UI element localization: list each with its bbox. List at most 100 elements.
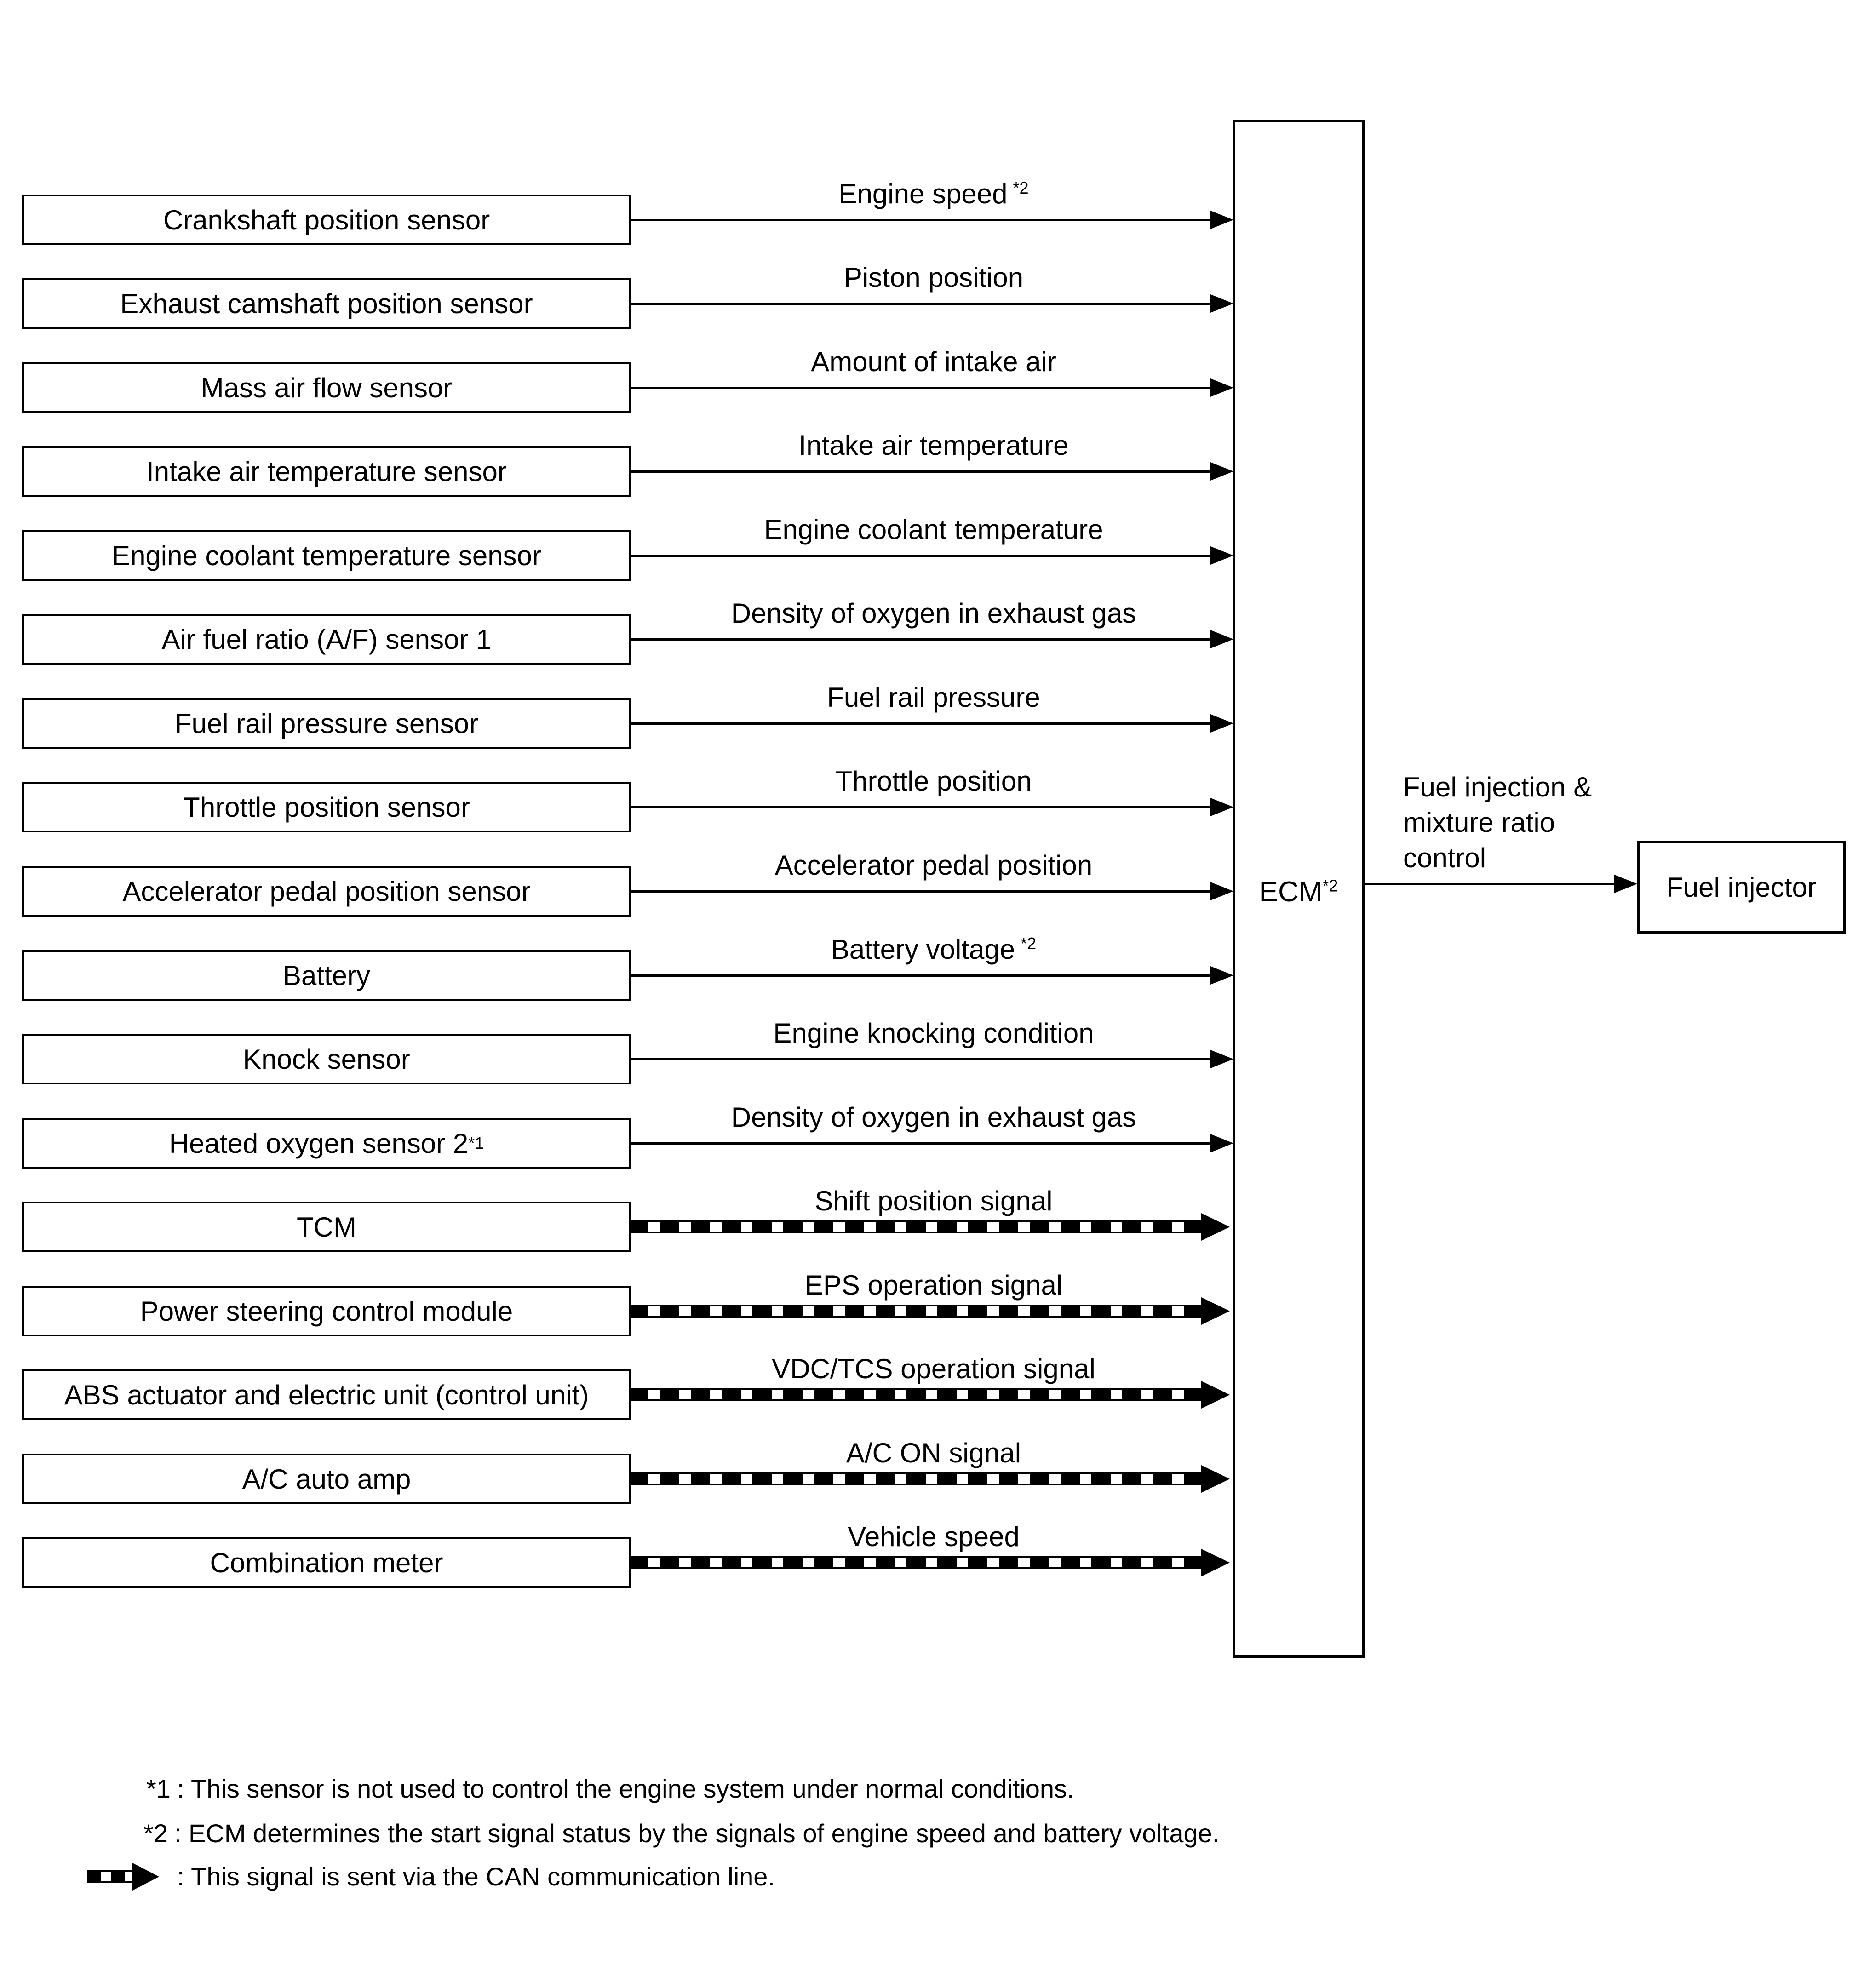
signal-arrow-line: [629, 470, 1212, 473]
fuel-injector-label: Fuel injector: [1666, 872, 1817, 903]
signal-arrow-line: [629, 303, 1212, 305]
signal-arrowhead-icon: [1210, 966, 1233, 985]
footnote-marker: *2: [143, 1819, 168, 1848]
source-label: Throttle position sensor: [183, 791, 470, 823]
source-box: Combination meter: [22, 1537, 631, 1588]
signal-arrowhead-icon: [1210, 714, 1233, 733]
signal-arrowhead-icon: [1210, 546, 1233, 565]
source-box: Battery: [22, 950, 631, 1001]
source-box: Throttle position sensor: [22, 782, 631, 832]
source-label: Battery: [282, 960, 371, 991]
signal-sup: *2: [1013, 178, 1029, 197]
ecm-sup: *2: [1322, 876, 1338, 895]
source-box: A/C auto amp: [22, 1454, 631, 1504]
diagram-row: Mass air flow sensor Amount of intake ai…: [0, 346, 1858, 413]
signal-label: Fuel rail pressure: [827, 682, 1040, 713]
signal-sup: *2: [1021, 934, 1037, 953]
signal-arrow-line: [629, 1058, 1212, 1060]
footnote-2: *2: ECM determines the start signal stat…: [143, 1819, 1219, 1848]
signal-arrow-line: [629, 1142, 1212, 1145]
signal-label: Amount of intake air: [811, 346, 1056, 377]
diagram-row: A/C auto amp A/C ON signal: [0, 1438, 1858, 1504]
diagram-row: TCM Shift position signal: [0, 1186, 1858, 1252]
source-box: Intake air temperature sensor: [22, 446, 631, 497]
output-annotation: Fuel injection & mixture ratio control: [1403, 772, 1592, 873]
source-box: Heated oxygen sensor 2*1: [22, 1118, 631, 1169]
signal-label: Battery voltage*2: [831, 934, 1037, 965]
source-label: Combination meter: [210, 1547, 443, 1578]
signal-label: Engine coolant temperature: [764, 514, 1103, 545]
can-arrow-line: [629, 1305, 1202, 1318]
source-label: Crankshaft position sensor: [163, 204, 490, 235]
signal-arrowhead-icon: [1210, 1050, 1233, 1068]
signal-arrow-line: [629, 890, 1212, 893]
signal-label: Throttle position: [835, 766, 1032, 796]
ecm-label: ECM*2: [1259, 876, 1338, 908]
signal-arrow-line: [629, 638, 1212, 641]
signal-arrow-line: [629, 806, 1212, 808]
signal-label: Piston position: [843, 262, 1024, 293]
source-box: Crankshaft position sensor: [22, 195, 631, 245]
source-label: Heated oxygen sensor 2: [169, 1128, 469, 1159]
signal-arrowhead-icon: [1210, 462, 1233, 481]
source-box: Fuel rail pressure sensor: [22, 698, 631, 749]
source-sup: *1: [468, 1134, 484, 1152]
diagram-row: Accelerator pedal position sensor Accele…: [0, 850, 1858, 917]
signal-arrowhead-icon: [1210, 211, 1233, 229]
can-arrow-icon: [87, 1870, 133, 1883]
diagram-row: Throttle position sensor Throttle positi…: [0, 766, 1858, 832]
footnote-3: : This signal is sent via the CAN commun…: [177, 1862, 775, 1891]
signal-arrow-line: [629, 722, 1212, 725]
signal-label: EPS operation signal: [804, 1270, 1063, 1301]
source-box: Power steering control module: [22, 1286, 631, 1336]
can-arrowhead-icon: [132, 1863, 159, 1891]
diagram-row: Crankshaft position sensor Engine speed*…: [0, 178, 1858, 245]
diagram-row: Power steering control module EPS operat…: [0, 1270, 1858, 1336]
signal-label: Vehicle speed: [848, 1521, 1020, 1552]
signal-label: Shift position signal: [814, 1186, 1053, 1216]
source-box: ABS actuator and electric unit (control …: [22, 1369, 631, 1420]
signal-label: A/C ON signal: [846, 1438, 1021, 1468]
footnote-marker: *1: [146, 1774, 171, 1803]
source-label: Accelerator pedal position sensor: [122, 876, 531, 907]
diagram-row: Fuel rail pressure sensor Fuel rail pres…: [0, 682, 1858, 749]
can-arrow-line: [629, 1388, 1202, 1401]
source-box: TCM: [22, 1202, 631, 1252]
source-box: Accelerator pedal position sensor: [22, 866, 631, 917]
source-box: Engine coolant temperature sensor: [22, 530, 631, 581]
diagram-row: Battery Battery voltage*2: [0, 934, 1858, 1001]
can-arrow-line: [629, 1556, 1202, 1569]
signal-label: Density of oxygen in exhaust gas: [731, 1102, 1136, 1133]
signal-arrow-line: [629, 974, 1212, 977]
source-box: Knock sensor: [22, 1034, 631, 1084]
can-arrow-line: [629, 1472, 1202, 1485]
source-label: Power steering control module: [140, 1295, 513, 1327]
output-arrow-line: [1365, 883, 1617, 885]
source-label: A/C auto amp: [242, 1463, 411, 1495]
source-label: Exhaust camshaft position sensor: [120, 288, 533, 319]
output-arrowhead-icon: [1614, 875, 1637, 893]
source-label: Engine coolant temperature sensor: [112, 540, 541, 571]
signal-arrowhead-icon: [1210, 882, 1233, 900]
signal-label: Engine speed*2: [838, 178, 1029, 209]
signal-arrowhead-icon: [1210, 798, 1233, 816]
can-arrowhead-icon: [1201, 1297, 1230, 1325]
diagram-row: Air fuel ratio (A/F) sensor 1 Density of…: [0, 598, 1858, 665]
source-label: Fuel rail pressure sensor: [174, 708, 479, 739]
signal-label: Intake air temperature: [798, 430, 1069, 461]
diagram-row: Intake air temperature sensor Intake air…: [0, 430, 1858, 497]
diagram-row: Engine coolant temperature sensor Engine…: [0, 514, 1858, 581]
source-box: Mass air flow sensor: [22, 362, 631, 413]
source-label: Intake air temperature sensor: [146, 456, 507, 487]
source-box: Air fuel ratio (A/F) sensor 1: [22, 614, 631, 665]
diagram-row: Combination meter Vehicle speed: [0, 1521, 1858, 1588]
fuel-injector-box: Fuel injector: [1637, 841, 1846, 934]
footnote-text: : ECM determines the start signal status…: [174, 1819, 1220, 1848]
diagram-row: Heated oxygen sensor 2*1 Density of oxyg…: [0, 1102, 1858, 1169]
ecm-box: [1233, 120, 1365, 1658]
diagram-row: Knock sensor Engine knocking condition: [0, 1018, 1858, 1084]
signal-arrowhead-icon: [1210, 294, 1233, 313]
footnote-text: : This signal is sent via the CAN commun…: [177, 1862, 775, 1891]
source-label: Mass air flow sensor: [201, 372, 453, 403]
